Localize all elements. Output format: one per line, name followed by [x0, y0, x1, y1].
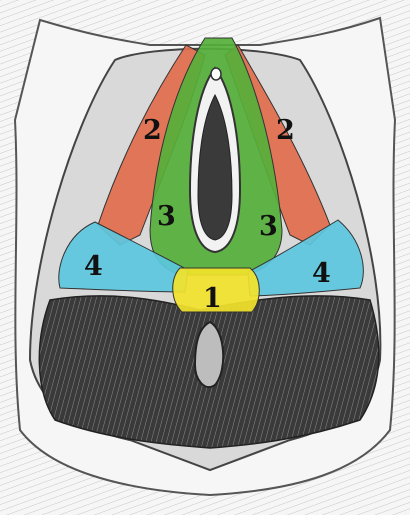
label-3-right: 3 [259, 211, 278, 242]
label-1: 1 [203, 283, 222, 314]
label-2-right: 2 [276, 115, 295, 146]
clitoris [211, 68, 221, 80]
label-4-right: 4 [312, 258, 331, 289]
label-2-left: 2 [143, 115, 162, 146]
label-4-left: 4 [84, 251, 103, 282]
label-3-left: 3 [157, 201, 176, 232]
